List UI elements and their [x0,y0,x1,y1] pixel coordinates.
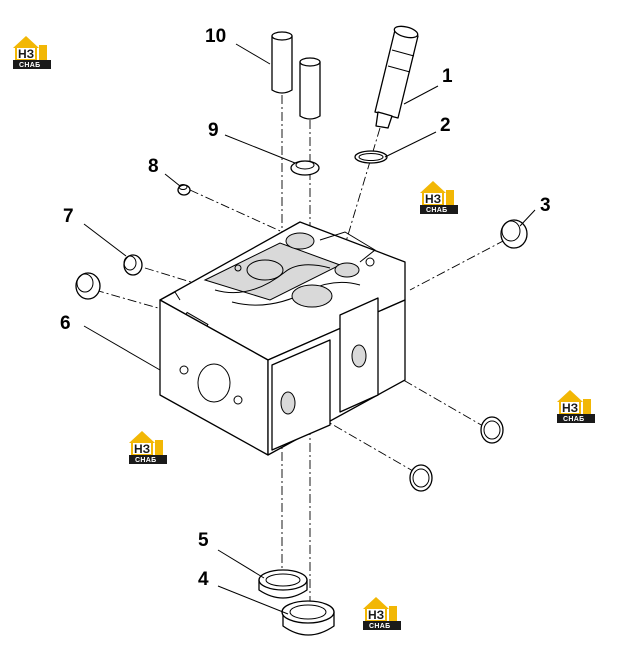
callout-5: 5 [198,530,209,551]
part-10-pins [271,31,321,120]
callout-1: 1 [442,66,453,87]
part-8-plug [177,184,191,196]
svg-text:СНАБ: СНАБ [135,457,156,464]
part-9-sleeve [290,160,320,176]
callout-6: 6 [60,313,71,334]
part-3-plug [500,219,528,249]
watermark-logo: НЗ СНАБ [556,389,596,424]
svg-text:СНАБ: СНАБ [19,62,40,69]
svg-text:СНАБ: СНАБ [369,623,390,630]
svg-text:СНАБ: СНАБ [563,416,584,423]
svg-text:НЗ: НЗ [368,608,384,622]
left-cup-plug [75,272,101,300]
watermark-logo: НЗ СНАБ [419,180,459,215]
callout-4: 4 [198,569,209,590]
svg-text:СНАБ: СНАБ [426,207,447,214]
part-4-ring [281,600,335,636]
callout-9: 9 [208,120,219,141]
callout-8: 8 [148,156,159,177]
cylinder-head-block [159,221,406,456]
part-5-ring [258,569,308,599]
part-1-injector [374,25,419,129]
callout-7: 7 [63,206,74,227]
svg-text:НЗ: НЗ [134,442,150,456]
watermark-logo: НЗ СНАБ [362,596,402,631]
part-7-plug [123,254,143,276]
watermark-logo: НЗ СНАБ [12,35,52,70]
leader-lines [83,43,536,615]
callout-2: 2 [440,115,451,136]
svg-text:НЗ: НЗ [425,192,441,206]
part-2-o-ring [354,150,388,164]
callout-3: 3 [540,195,551,216]
svg-text:НЗ: НЗ [562,401,578,415]
callout-10: 10 [205,26,226,47]
right-side-rings [409,416,504,492]
svg-text:НЗ: НЗ [18,47,34,61]
watermark-logo: НЗ СНАБ [128,430,168,465]
